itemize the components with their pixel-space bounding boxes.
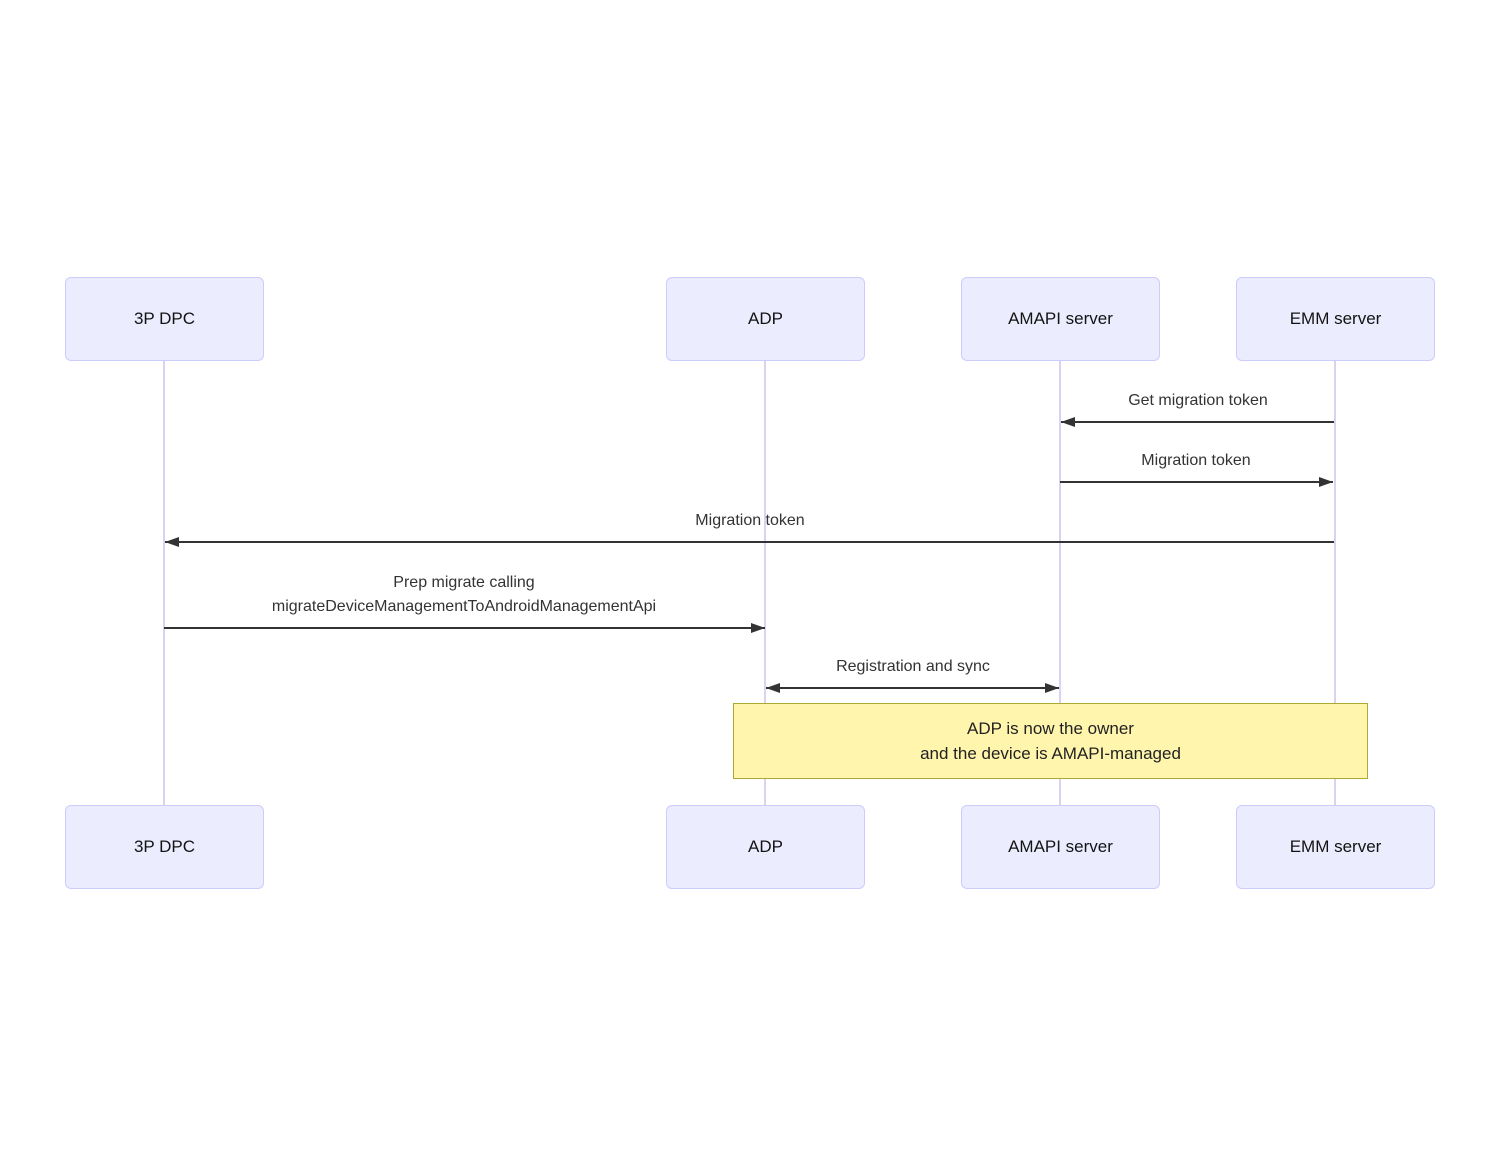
message-label-registration-and-sync: Registration and sync — [836, 658, 990, 675]
actor-label: 3P DPC — [133, 309, 196, 328]
actor-label: ADP — [748, 309, 783, 328]
lifeline-adp — [764, 361, 766, 806]
note-line-1: ADP is now the owner — [967, 719, 1134, 738]
actor-adp-top: ADP — [666, 277, 865, 361]
arrowhead-left-icon — [165, 537, 179, 547]
actor-label: 3P DPC — [133, 837, 196, 856]
actor-3p-dpc-top: 3P DPC — [65, 277, 264, 361]
arrowhead-left-icon — [1061, 417, 1075, 427]
arrowhead-right-icon — [1319, 477, 1333, 487]
actor-adp-bottom: ADP — [666, 805, 865, 889]
lifeline-amapi-server — [1059, 361, 1061, 806]
lifeline-3p-dpc — [163, 361, 165, 806]
message-line-prep-migrate — [164, 627, 765, 629]
arrowhead-left-icon — [766, 683, 780, 693]
message-line-migration-token-to-emm — [1060, 481, 1333, 483]
actor-emm-server-bottom: EMM server — [1236, 805, 1435, 889]
actor-label: AMAPI server — [1008, 837, 1113, 856]
message-label-migration-token-to-emm: Migration token — [1141, 452, 1251, 469]
message-label-line-1: Prep migrate calling — [393, 574, 535, 591]
note-adp-owner: ADP is now the owner and the device is A… — [733, 703, 1368, 779]
message-label-prep-migrate: Prep migrate calling migrateDeviceManage… — [272, 571, 656, 619]
actor-amapi-server-bottom: AMAPI server — [961, 805, 1160, 889]
actor-label: ADP — [748, 837, 783, 856]
arrowhead-right-icon — [751, 623, 765, 633]
note-line-2: and the device is AMAPI-managed — [920, 744, 1181, 763]
message-label-line-2: migrateDeviceManagementToAndroidManageme… — [271, 598, 657, 615]
message-line-migration-token-to-dpc — [165, 541, 1334, 543]
actor-label: EMM server — [1289, 309, 1382, 328]
actor-amapi-server-top: AMAPI server — [961, 277, 1160, 361]
actor-emm-server-top: EMM server — [1236, 277, 1435, 361]
arrowhead-right-icon — [1045, 683, 1059, 693]
message-label-get-migration-token: Get migration token — [1128, 392, 1268, 409]
lifeline-emm-server — [1334, 361, 1336, 806]
message-label-migration-token-to-dpc: Migration token — [695, 512, 805, 529]
actor-3p-dpc-bottom: 3P DPC — [65, 805, 264, 889]
actor-label: EMM server — [1289, 837, 1382, 856]
message-line-get-migration-token — [1061, 421, 1334, 423]
message-line-registration-and-sync — [766, 687, 1059, 689]
actor-label: AMAPI server — [1008, 309, 1113, 328]
